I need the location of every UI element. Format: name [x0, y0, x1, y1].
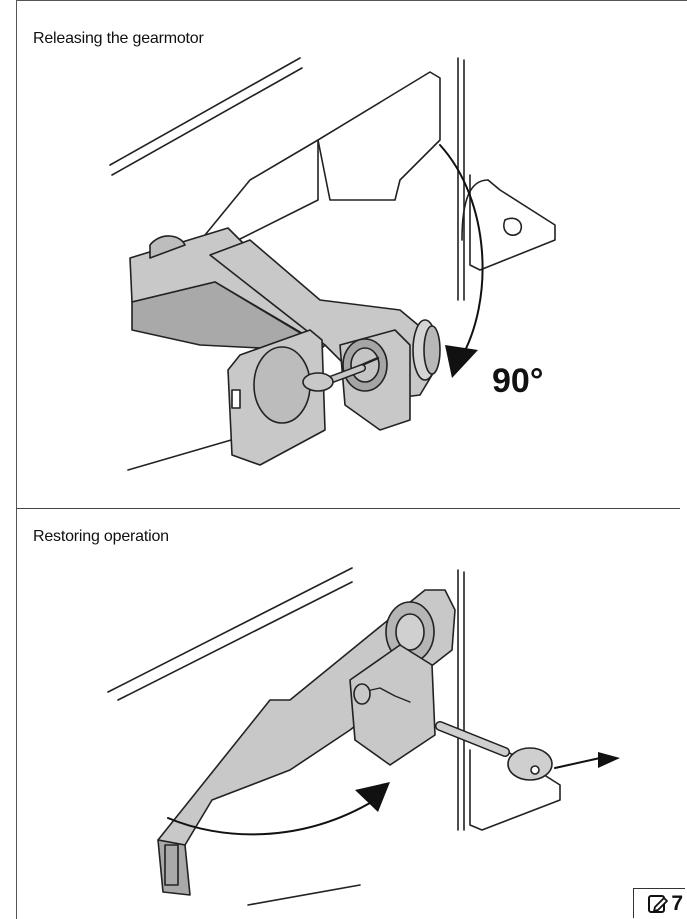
- wall-line-top-inner: [111, 67, 303, 176]
- pencil-note-icon: [648, 894, 669, 913]
- closing-arrow-line: [167, 799, 376, 836]
- housing-cap: [149, 235, 186, 259]
- illustration-restore-operation: [107, 567, 620, 906]
- wall-line-top: [107, 567, 353, 693]
- frame-left-border: [16, 0, 17, 919]
- key-head: [302, 372, 334, 392]
- lever-end: [157, 839, 191, 896]
- mounting-bracket: [469, 174, 556, 271]
- motor-inner-edge: [237, 139, 319, 241]
- bracket-hole: [503, 217, 523, 236]
- section-divider: [16, 508, 680, 509]
- page-number: 7: [671, 891, 683, 915]
- removal-arrow-head: [598, 752, 620, 768]
- closing-arrow-head: [355, 782, 390, 812]
- key-symbol: [361, 687, 411, 703]
- flap-recess: [253, 346, 311, 424]
- motor-upper-body: [204, 71, 441, 236]
- release-lever: [157, 589, 456, 846]
- frame-top-border: [16, 0, 687, 1]
- lock-cover-flap: [349, 644, 436, 766]
- section-title-releasing: Releasing the gearmotor: [33, 30, 204, 47]
- section-title-restoring: Restoring operation: [33, 528, 169, 545]
- mounting-bracket: [469, 749, 561, 831]
- rotation-arrow-line: [439, 144, 484, 361]
- page-number-box: 7: [633, 888, 685, 918]
- bracket-curve: [461, 179, 489, 241]
- wall-line-bottom: [247, 884, 361, 906]
- rotation-arrow-head: [445, 345, 478, 378]
- wall-line-top: [109, 57, 301, 166]
- illustration-release-gearmotor: 90°: [109, 57, 556, 471]
- removal-arrow-line: [554, 757, 601, 769]
- key-head: [507, 747, 553, 781]
- rotation-angle-label: 90°: [492, 362, 543, 400]
